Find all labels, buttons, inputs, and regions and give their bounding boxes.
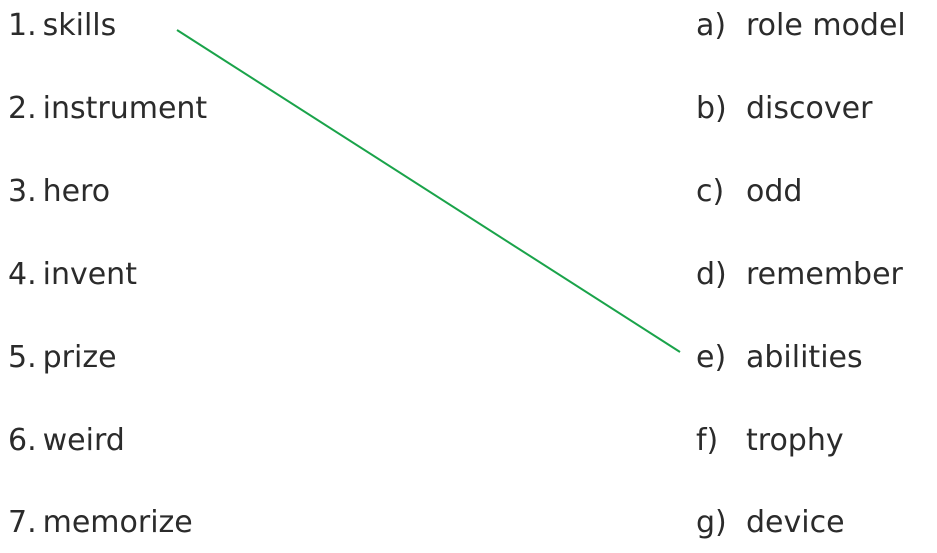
item-letter: c) bbox=[696, 174, 725, 209]
item-letter: e) bbox=[696, 340, 727, 375]
item-number: 6. bbox=[8, 423, 37, 458]
match-line-skills-abilities bbox=[176, 29, 681, 353]
right-item-a: a) role model bbox=[696, 6, 906, 46]
item-word: hero bbox=[42, 174, 111, 209]
right-item-c: c) odd bbox=[696, 172, 802, 212]
item-word: abilities bbox=[746, 340, 863, 375]
item-word: trophy bbox=[746, 423, 844, 458]
item-number: 7. bbox=[8, 505, 37, 540]
left-item-3: 3.hero bbox=[8, 172, 110, 212]
item-number: 1. bbox=[8, 8, 37, 43]
item-number: 5. bbox=[8, 340, 37, 375]
item-word: instrument bbox=[42, 91, 208, 126]
item-number: 2. bbox=[8, 91, 37, 126]
item-word: prize bbox=[42, 340, 117, 375]
item-word: skills bbox=[42, 8, 117, 43]
item-letter: f) bbox=[696, 423, 719, 458]
item-word: role model bbox=[746, 8, 906, 43]
left-item-5: 5.prize bbox=[8, 338, 117, 378]
right-item-f: f) trophy bbox=[696, 421, 844, 461]
item-word: remember bbox=[746, 257, 903, 292]
item-letter: a) bbox=[696, 8, 727, 43]
item-word: invent bbox=[42, 257, 137, 292]
right-item-e: e) abilities bbox=[696, 338, 863, 378]
left-item-4: 4.invent bbox=[8, 255, 137, 295]
item-word: odd bbox=[746, 174, 803, 209]
left-item-7: 7.memorize bbox=[8, 503, 193, 543]
item-word: weird bbox=[42, 423, 125, 458]
right-item-b: b) discover bbox=[696, 89, 872, 129]
right-item-d: d) remember bbox=[696, 255, 903, 295]
item-letter: b) bbox=[696, 91, 727, 126]
left-item-6: 6.weird bbox=[8, 421, 125, 461]
item-letter: d) bbox=[696, 257, 727, 292]
right-item-g: g) device bbox=[696, 503, 845, 543]
item-letter: g) bbox=[696, 505, 727, 540]
item-word: device bbox=[746, 505, 845, 540]
item-number: 4. bbox=[8, 257, 37, 292]
item-word: discover bbox=[746, 91, 873, 126]
item-number: 3. bbox=[8, 174, 37, 209]
item-word: memorize bbox=[42, 505, 193, 540]
left-item-1: 1.skills bbox=[8, 6, 116, 46]
left-item-2: 2.instrument bbox=[8, 89, 207, 129]
